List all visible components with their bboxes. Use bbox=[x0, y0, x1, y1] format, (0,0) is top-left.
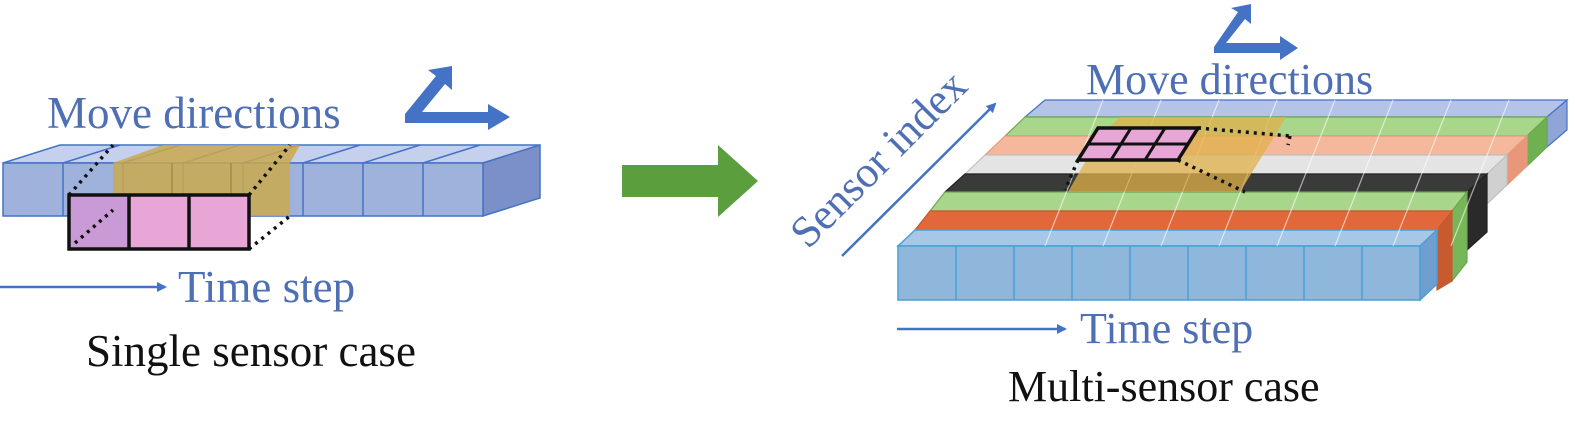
move-directions-label: Move directions bbox=[47, 88, 341, 138]
projection-lines bbox=[67, 143, 292, 251]
sensor-row-7 bbox=[913, 210, 1454, 231]
transition-arrow-icon bbox=[622, 145, 758, 217]
sensor-row-8-top bbox=[896, 229, 1439, 247]
multi-extracted-window bbox=[1074, 126, 1202, 162]
window-top-highlight bbox=[113, 145, 300, 163]
sensor-index-arrow-icon bbox=[841, 102, 997, 257]
multi-move-directions-label: Move directions bbox=[1086, 55, 1373, 104]
time-step-label: Time step bbox=[178, 262, 355, 312]
move-directions-icon bbox=[405, 66, 510, 130]
sensor-row-6 bbox=[928, 191, 1469, 212]
multi-sensor-caption: Multi-sensor case bbox=[1008, 362, 1320, 411]
sensor-row-8-front bbox=[897, 245, 1421, 301]
move-directions-icon-right bbox=[1214, 4, 1298, 60]
extracted-window-border bbox=[67, 193, 251, 251]
single-sensor-caption: Single sensor case bbox=[86, 326, 416, 376]
multi-projection-lines bbox=[1063, 126, 1292, 194]
multi-time-step-label: Time step bbox=[1080, 304, 1253, 353]
multi-sensor-diagram: Move directions Sensor index Time step M… bbox=[780, 4, 1569, 411]
single-sensor-diagram: Move directions Time step Single sensor … bbox=[0, 66, 541, 376]
